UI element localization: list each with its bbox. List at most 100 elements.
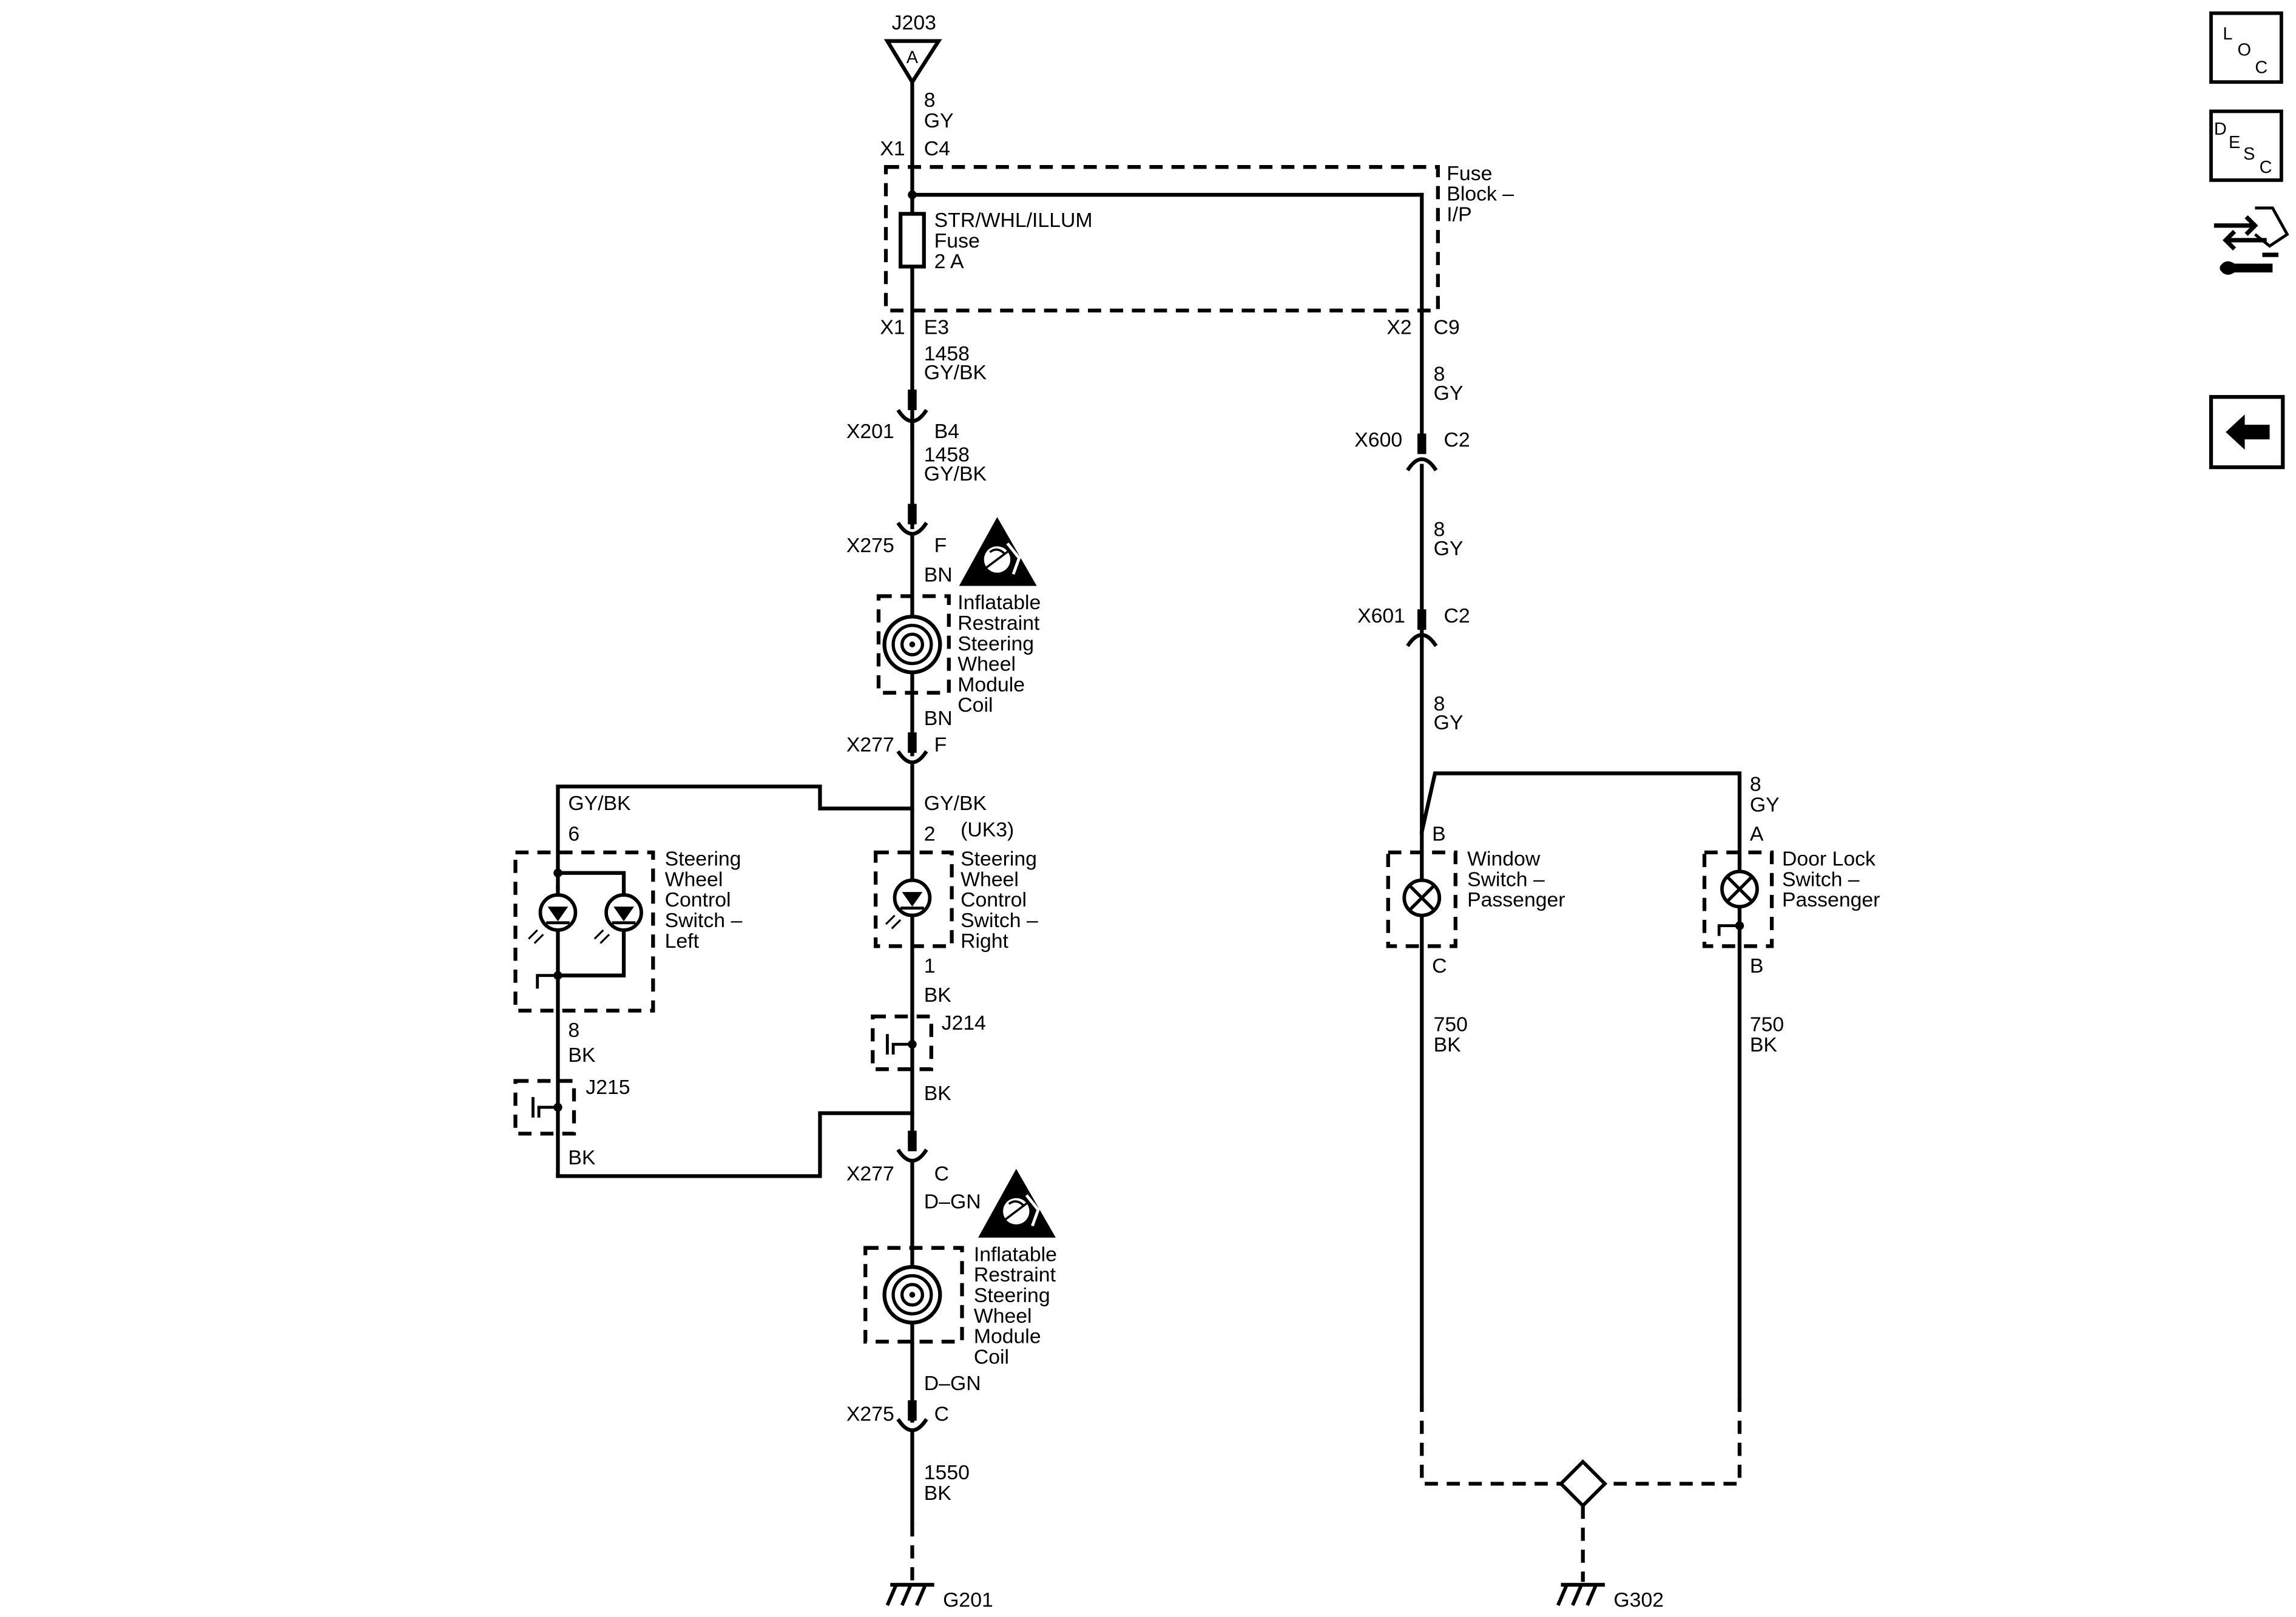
coil-bottom-label-5: Module (974, 1325, 1041, 1348)
swc-left-box (513, 850, 655, 1013)
b4-label: B4 (934, 420, 959, 443)
door-lock-label-2: Switch – (1782, 868, 1860, 891)
loc-letter-c: C (2255, 58, 2267, 78)
swc-right-label-2: Wheel (961, 868, 1019, 891)
j203-connector-triangle (883, 39, 942, 86)
top-wire-color: GY (924, 109, 954, 132)
wire-door-lock-feed (1419, 771, 1742, 866)
x275-top-connector (896, 521, 928, 536)
coil-top-label-1: Inflatable (957, 591, 1041, 614)
dgn-top-label: D–GN (924, 1190, 981, 1214)
j214-box (871, 1014, 933, 1072)
x277-top-label: X277 (846, 733, 894, 756)
window-switch-label-2: Switch – (1467, 868, 1545, 891)
wire-ground-return-dashed (1420, 1399, 1561, 1486)
pin1-label: 1 (924, 954, 936, 977)
x201-pin (908, 390, 917, 410)
fuse-rating: 2 A (934, 250, 964, 273)
wire-gybk-left-link (556, 785, 914, 890)
loc-letter-o: O (2237, 41, 2251, 60)
clockspring-coil-icon-top (882, 615, 942, 675)
bk-left1-label: BK (568, 1044, 596, 1067)
coil-top-label-6: Coil (957, 694, 993, 717)
fuse-name: STR/WHL/ILLUM (934, 209, 1093, 232)
swc-left-label-3: Control (665, 888, 731, 911)
door-lock-switch-box (1702, 850, 1774, 948)
led-icon-left-2 (593, 893, 643, 944)
x2-label: X2 (1386, 316, 1411, 339)
g302-label: G302 (1613, 1588, 1664, 1612)
bn-top-label: BN (924, 563, 953, 586)
j215-splice-icon (532, 1097, 562, 1118)
bn-bottom-label: BN (924, 707, 953, 730)
clockspring-coil-icon-bottom (882, 1264, 942, 1325)
wire-1458-size-a: 1458 (924, 342, 970, 365)
swc-right-label-4: Switch – (961, 909, 1038, 932)
x275-bottom-label: X275 (846, 1403, 894, 1426)
desc-button[interactable]: D E S C (2209, 109, 2283, 182)
loc-button[interactable]: L O C (2209, 11, 2283, 84)
coil-bottom-label-3: Steering (974, 1284, 1050, 1307)
right-w3-size: 8 (1434, 692, 1445, 715)
wire-ground-return-dashed-2 (1604, 1399, 1742, 1486)
coil-bottom-label-6: Coil (974, 1345, 1009, 1368)
right-w6-color: BK (1750, 1033, 1778, 1056)
window-switch-pin-b: B (1432, 823, 1446, 846)
desc-letter-e: E (2229, 133, 2240, 152)
coil-bottom-label-4: Wheel (974, 1305, 1032, 1328)
window-switch-pin-c: C (1432, 954, 1447, 977)
airbag-warning-icon-top (959, 517, 1037, 586)
wire-bk-return (556, 1111, 914, 1178)
pin2-label: 2 (924, 823, 936, 846)
ground-icon-g201 (885, 1582, 934, 1606)
x1-bottom-label: X1 (880, 316, 905, 339)
fuse-block-title-2: Block – (1447, 183, 1514, 206)
desc-letter-s: S (2243, 144, 2255, 164)
back-button[interactable] (2209, 395, 2285, 470)
loc-letter-l: L (2223, 24, 2232, 44)
swc-right-label-1: Steering (961, 848, 1037, 871)
pin8-label: 8 (568, 1019, 579, 1042)
coil-top-label-3: Steering (957, 632, 1034, 655)
wire-1458-color-b: GY/BK (924, 462, 987, 485)
window-switch-label-3: Passenger (1467, 888, 1565, 911)
uk3-label: (UK3) (961, 818, 1014, 841)
c4-label: C4 (924, 137, 950, 160)
x277-top-pin (908, 732, 917, 753)
airbag-warning-icon-bottom (978, 1169, 1056, 1238)
x275-top-pin-f: F (934, 534, 947, 557)
coil-top-label-5: Module (957, 673, 1025, 696)
connector-tools-icon[interactable] (2213, 206, 2289, 275)
clockspring-box-bottom (863, 1246, 964, 1344)
top-wire-size: 8 (924, 89, 936, 112)
x277-bottom-label: X277 (846, 1163, 894, 1186)
right-w4-color: GY (1750, 793, 1780, 816)
j214-splice-icon (886, 1034, 917, 1055)
bk2-label: BK (924, 1082, 952, 1105)
wire-1458-size-b: 1458 (924, 443, 970, 466)
lamp-icon-door-lock-switch (1717, 869, 1759, 936)
swc-right-label-5: Right (961, 930, 1008, 953)
x600-connector (1406, 457, 1438, 471)
right-w4-size: 8 (1750, 773, 1761, 796)
c9-label: C9 (1434, 316, 1460, 339)
right-w2-color: GY (1434, 537, 1464, 560)
x277-top-pin-f: F (934, 733, 947, 756)
desc-letter-d: D (2214, 120, 2227, 139)
x600-label: X600 (1354, 428, 1402, 451)
lamp-icon-window-switch (1402, 878, 1442, 917)
right-w6-size: 750 (1750, 1013, 1784, 1036)
dgn-bottom-label: D–GN (924, 1372, 981, 1395)
x275-bottom-pin (908, 1400, 917, 1421)
x277-top-connector (896, 750, 928, 765)
ground-icon-g302 (1556, 1582, 1605, 1606)
swc-left-label-2: Wheel (665, 868, 723, 891)
coil-top-label-4: Wheel (957, 653, 1016, 676)
x601-pin-c2: C2 (1443, 604, 1470, 627)
g201-label: G201 (943, 1588, 993, 1612)
fuse-block-title-3: I/P (1447, 203, 1471, 226)
door-lock-label-3: Passenger (1782, 888, 1880, 911)
e3-label: E3 (924, 316, 949, 339)
bk1-label: BK (924, 984, 952, 1007)
